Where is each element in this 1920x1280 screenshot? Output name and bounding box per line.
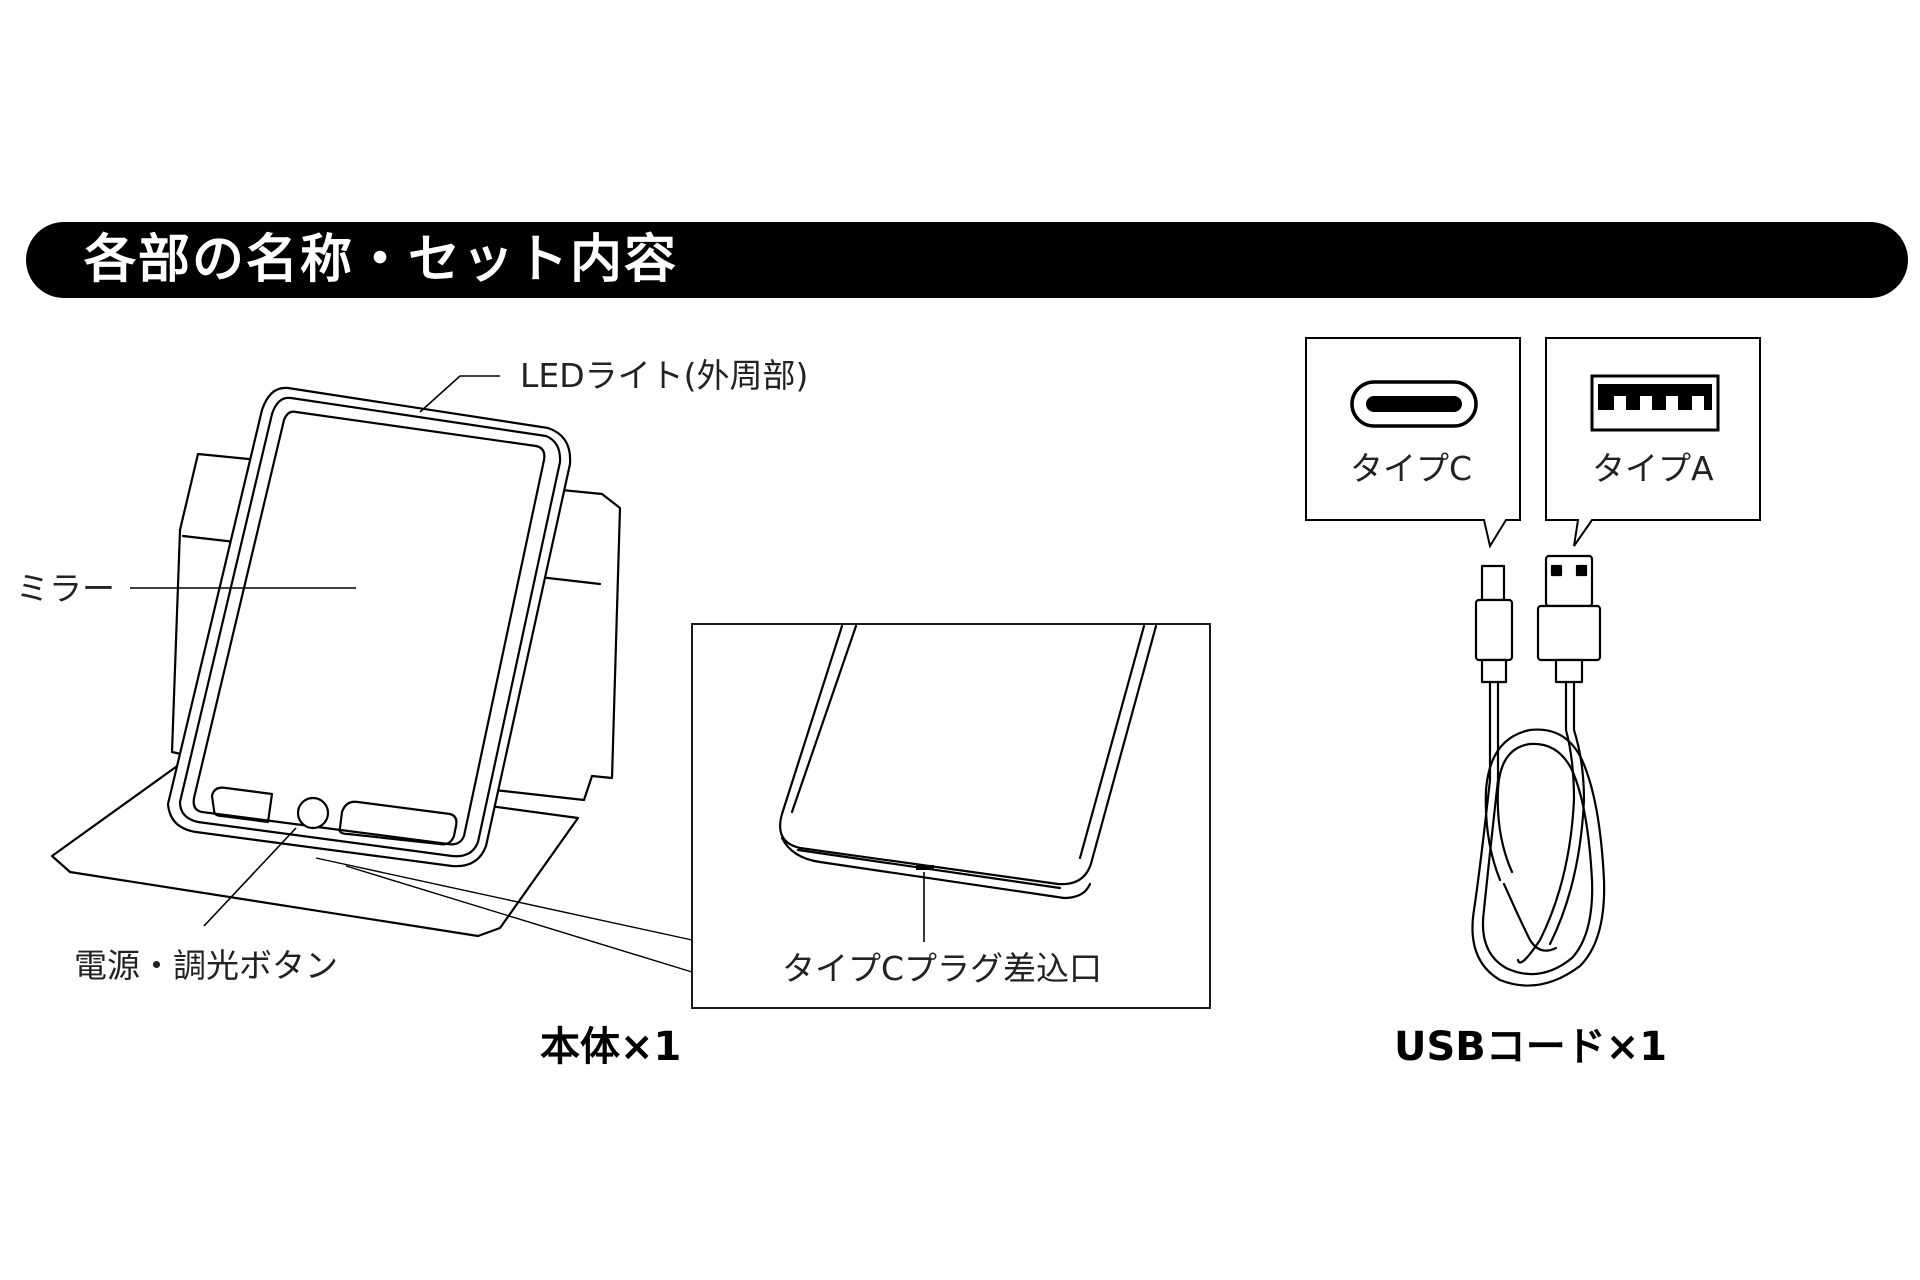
port-detail-box — [691, 623, 1211, 1009]
callout-type-c: タイプC — [1305, 337, 1521, 549]
label-led-light: LEDライト(外周部) — [520, 356, 808, 395]
section-title: 各部の名称・セット内容 — [84, 230, 679, 290]
caption-main-unit: 本体×1 — [540, 1024, 681, 1070]
section-header-bar — [26, 222, 1908, 298]
label-typec-port: タイプCプラグ差込口 — [782, 949, 1102, 988]
mirror-frame — [166, 386, 572, 868]
usb-cable-illustration — [1471, 554, 1606, 987]
label-mirror: ミラー — [16, 569, 115, 608]
mirror-unit-illustration — [50, 386, 622, 938]
label-power-button: 電源・調光ボタン — [74, 946, 338, 985]
typec-port-slot — [916, 865, 934, 870]
callout-type-a: タイプA — [1545, 337, 1761, 547]
zoom-connector-lines — [315, 857, 693, 973]
power-button — [296, 796, 330, 830]
leader-lines — [130, 375, 500, 927]
label-type-a: タイプA — [1592, 449, 1714, 488]
caption-usb-cord: USBコード×1 — [1394, 1024, 1667, 1070]
label-type-c: タイプC — [1350, 449, 1472, 488]
